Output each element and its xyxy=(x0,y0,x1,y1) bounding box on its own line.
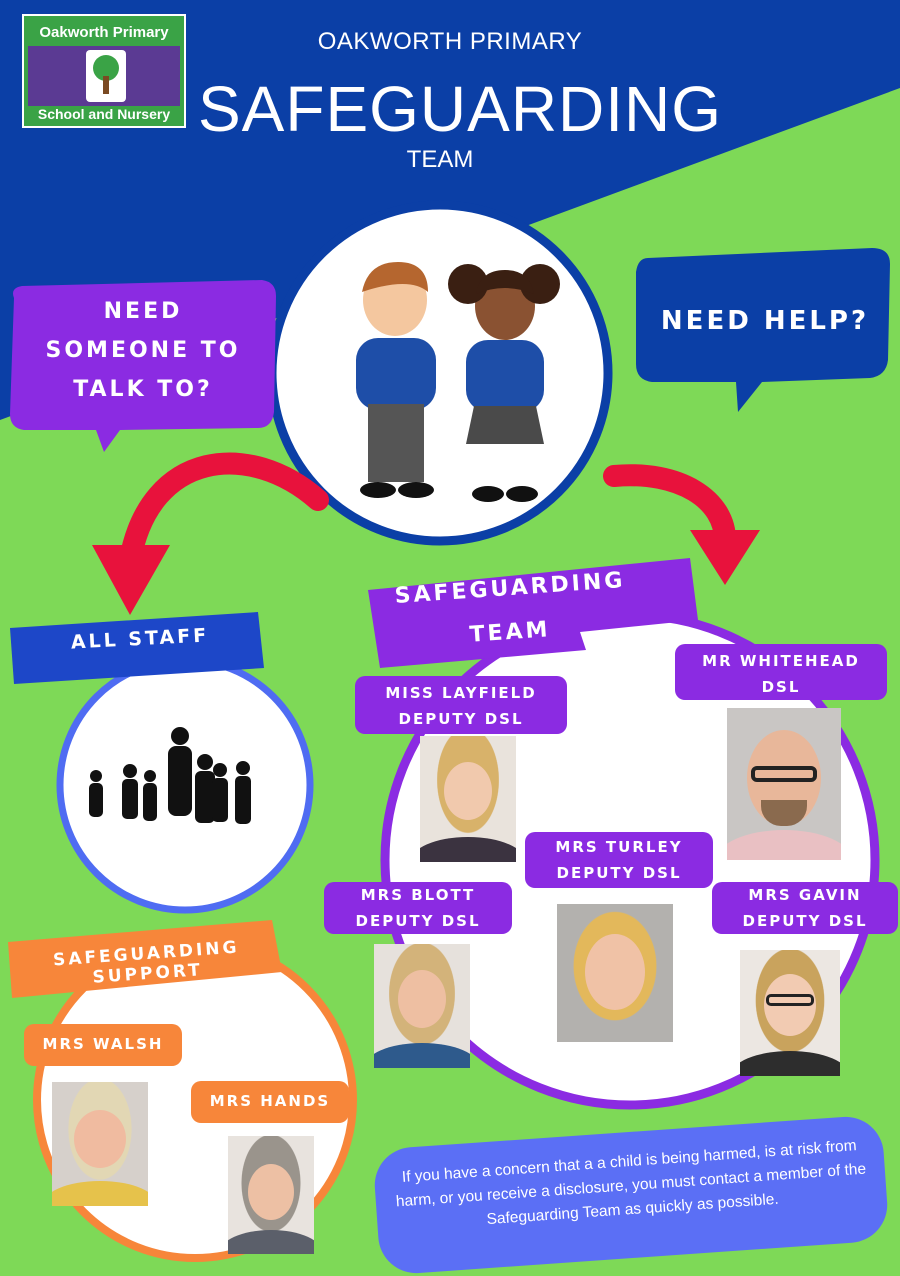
name-tag-role: DEPUTY DSL xyxy=(742,912,868,930)
staff-silhouettes xyxy=(89,727,251,824)
speech-bubble-right xyxy=(636,248,890,412)
left-bubble-line: NEED xyxy=(103,299,183,324)
name-tag-whitehead: MR WHITEHEAD DSL xyxy=(675,644,887,700)
name-tag-gavin: MRS GAVIN DEPUTY DSL xyxy=(712,882,898,934)
photo-whitehead xyxy=(727,708,841,860)
name-tag-layfield: MISS LAYFIELD DEPUTY DSL xyxy=(355,676,567,734)
arrow-right xyxy=(603,464,736,551)
left-bubble-line: TALK TO? xyxy=(73,377,213,402)
name-tag-role: DEPUTY DSL xyxy=(398,710,524,728)
header-subtitle: TEAM xyxy=(406,146,474,173)
header-title: SAFEGUARDING xyxy=(197,73,723,145)
name-tag-name: MRS BLOTT xyxy=(360,886,476,904)
logo-text-line2: School and Nursery xyxy=(37,106,171,122)
name-tag-name: MRS TURLEY xyxy=(555,838,683,856)
logo-text-line1: Oakworth Primary xyxy=(39,24,169,41)
speech-bubble-left xyxy=(10,280,276,452)
tree-icon xyxy=(86,50,126,102)
children-illustration xyxy=(356,262,560,502)
left-bubble-line: SOMEONE TO xyxy=(45,338,241,363)
photo-turley xyxy=(557,904,673,1042)
name-tag-role: DEPUTY DSL xyxy=(355,912,481,930)
photo-layfield xyxy=(420,736,516,862)
name-tag-name: MISS LAYFIELD xyxy=(385,684,537,702)
name-tag-blott: MRS BLOTT DEPUTY DSL xyxy=(324,882,512,934)
photo-walsh xyxy=(52,1082,148,1206)
header-school-name: OAKWORTH PRIMARY xyxy=(317,28,583,55)
name-tag-name: MRS GAVIN xyxy=(748,886,862,904)
all-staff-brush xyxy=(10,612,264,684)
name-tag-hands: MRS HANDS xyxy=(191,1081,349,1123)
name-tag-role: DSL xyxy=(761,678,801,696)
name-tag-turley: MRS TURLEY DEPUTY DSL xyxy=(525,832,713,888)
arrow-left-head xyxy=(92,545,170,615)
school-logo: Oakworth Primary School and Nursery xyxy=(22,14,186,128)
name-tag-walsh: MRS WALSH xyxy=(24,1024,182,1066)
name-tag-role: DEPUTY DSL xyxy=(556,864,682,882)
support-brush xyxy=(8,920,282,998)
photo-blott xyxy=(374,944,470,1068)
arrow-left xyxy=(119,452,329,571)
arrow-right-head xyxy=(690,530,760,585)
photo-hands xyxy=(228,1136,314,1254)
name-tag-name: MR WHITEHEAD xyxy=(702,652,860,670)
photo-gavin xyxy=(740,950,840,1076)
right-bubble-text: NEED HELP? xyxy=(660,306,870,336)
team-brush xyxy=(368,558,698,668)
left-bubble-text: NEED SOMEONE TO TALK TO? xyxy=(18,292,268,409)
